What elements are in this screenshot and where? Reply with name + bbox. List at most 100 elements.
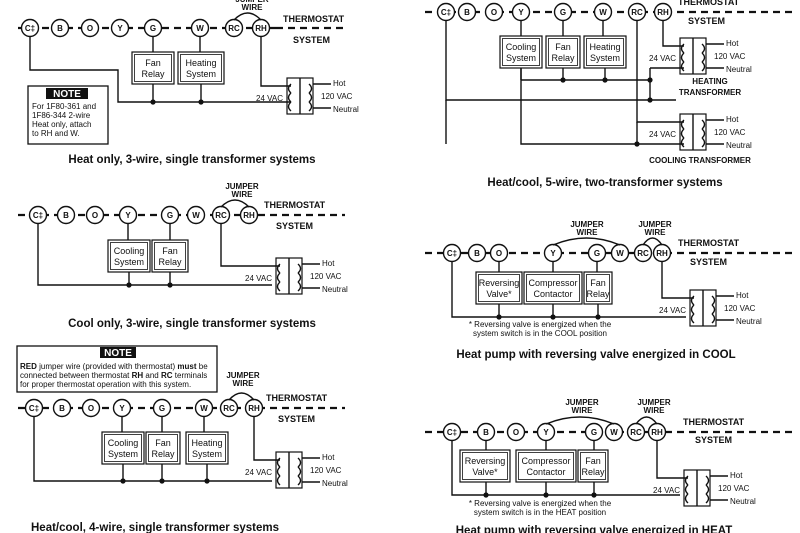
component-label-fan: Fan: [145, 58, 161, 68]
thermostat-label: THERMOSTAT: [678, 0, 740, 7]
terminal-label-c: C‡: [441, 8, 451, 17]
component-label-cooling: System: [108, 449, 138, 459]
note-span: and: [143, 371, 161, 380]
wire-label: WIRE: [644, 406, 666, 415]
terminal-b: [56, 205, 76, 225]
coil: [701, 128, 706, 139]
note-span: be: [197, 362, 209, 371]
footnote: * Reversing valve is energized when the: [469, 499, 612, 508]
terminal-label-w: W: [616, 249, 624, 258]
component-label-heating: Heating: [589, 42, 620, 52]
thermostat-label: THERMOSTAT: [264, 200, 326, 210]
coil: [276, 475, 281, 486]
neutral-label: Neutral: [322, 479, 348, 488]
wire-label: WIRE: [233, 379, 255, 388]
diagram-heat-cool-4: NOTE RED jumper wire (provided with therm…: [16, 345, 348, 533]
transformer-label: TRANSFORMER: [679, 88, 741, 97]
junction-dot: [198, 99, 204, 105]
coil: [701, 137, 706, 148]
coil: [287, 92, 292, 103]
terminal-label-o: O: [513, 428, 519, 437]
wire: [33, 416, 272, 482]
jumper-wire: [635, 416, 658, 425]
system-label: SYSTEM: [293, 35, 330, 45]
component-label-compressor: Compressor: [521, 456, 570, 466]
terminal-label-w: W: [610, 428, 618, 437]
coil: [711, 295, 716, 306]
note-text: RED jumper wire (provided with thermosta…: [20, 362, 208, 371]
component-label-compressor: Compressor: [528, 278, 577, 288]
component-label-cooling: System: [506, 53, 536, 63]
voltage-120-label: 120 VAC: [310, 272, 342, 281]
terminal-label-o: O: [87, 24, 93, 33]
terminal-label-rc: RC: [215, 211, 227, 220]
component-label-heating: System: [186, 69, 216, 79]
thermostat-label: THERMOSTAT: [266, 393, 328, 403]
component-fan: [145, 431, 181, 465]
coil: [684, 484, 689, 495]
component-compressor: [523, 271, 583, 305]
component-reversing: [475, 271, 523, 305]
junction-dot: [591, 492, 597, 498]
terminal-label-b: B: [464, 8, 470, 17]
component-heating: [185, 431, 229, 465]
terminal-o: [80, 18, 100, 38]
terminal-label-b: B: [483, 428, 489, 437]
hot-label: Hot: [726, 115, 739, 124]
component-label-fan: Relay: [581, 467, 605, 477]
terminal-label-rc: RC: [637, 249, 649, 258]
note-title: NOTE: [104, 348, 132, 359]
component-label-fan: Relay: [158, 257, 182, 267]
jumper-wire: [642, 237, 663, 246]
system-label: SYSTEM: [688, 16, 725, 26]
component-cooling: [107, 239, 151, 273]
jumper-wire: [233, 12, 262, 21]
wire: [661, 261, 694, 299]
jumper-label: JUMPER: [637, 398, 671, 407]
thermostat-label: THERMOSTAT: [683, 417, 745, 427]
terminal-label-c: C‡: [447, 428, 457, 437]
hot-label: Hot: [333, 79, 346, 88]
component-frame: [188, 434, 226, 462]
component-frame: [154, 242, 186, 270]
junction-dot: [602, 77, 608, 83]
component-fan: [583, 271, 613, 305]
coil: [276, 263, 281, 274]
component-label-fan: Fan: [555, 42, 571, 52]
note-text: Heat only, attach: [32, 120, 91, 129]
coil: [276, 466, 281, 477]
wire: [656, 440, 688, 479]
junction-dot: [126, 282, 132, 288]
terminal-o: [81, 398, 101, 418]
wire: [451, 261, 686, 318]
coil: [276, 457, 281, 468]
component-frame: [586, 274, 610, 302]
neutral-label: Neutral: [333, 105, 359, 114]
wire-label: WIRE: [645, 228, 667, 237]
junction-dot: [159, 478, 165, 484]
terminal-label-rc: RC: [228, 24, 240, 33]
component-label-fan: Relay: [586, 289, 610, 299]
terminal-label-y: Y: [117, 24, 123, 33]
note-span: connected between thermostat: [20, 371, 132, 380]
terminal-label-o: O: [496, 249, 502, 258]
coil: [308, 83, 313, 94]
junction-dot: [483, 492, 489, 498]
jumper-wire: [545, 416, 615, 425]
terminal-label-o: O: [92, 211, 98, 220]
terminal-label-rc: RC: [631, 8, 643, 17]
system-label: SYSTEM: [276, 221, 313, 231]
coil: [287, 83, 292, 94]
coil: [297, 466, 302, 477]
voltage-24-label: 24 VAC: [245, 274, 272, 283]
terminal-label-rh: RH: [255, 24, 267, 33]
neutral-label: Neutral: [322, 285, 348, 294]
component-label-cooling: Cooling: [506, 42, 537, 52]
coil: [690, 295, 695, 306]
component-label-fan: Relay: [551, 53, 575, 63]
junction-dot: [550, 314, 556, 320]
coil: [680, 61, 685, 72]
coil: [684, 493, 689, 504]
